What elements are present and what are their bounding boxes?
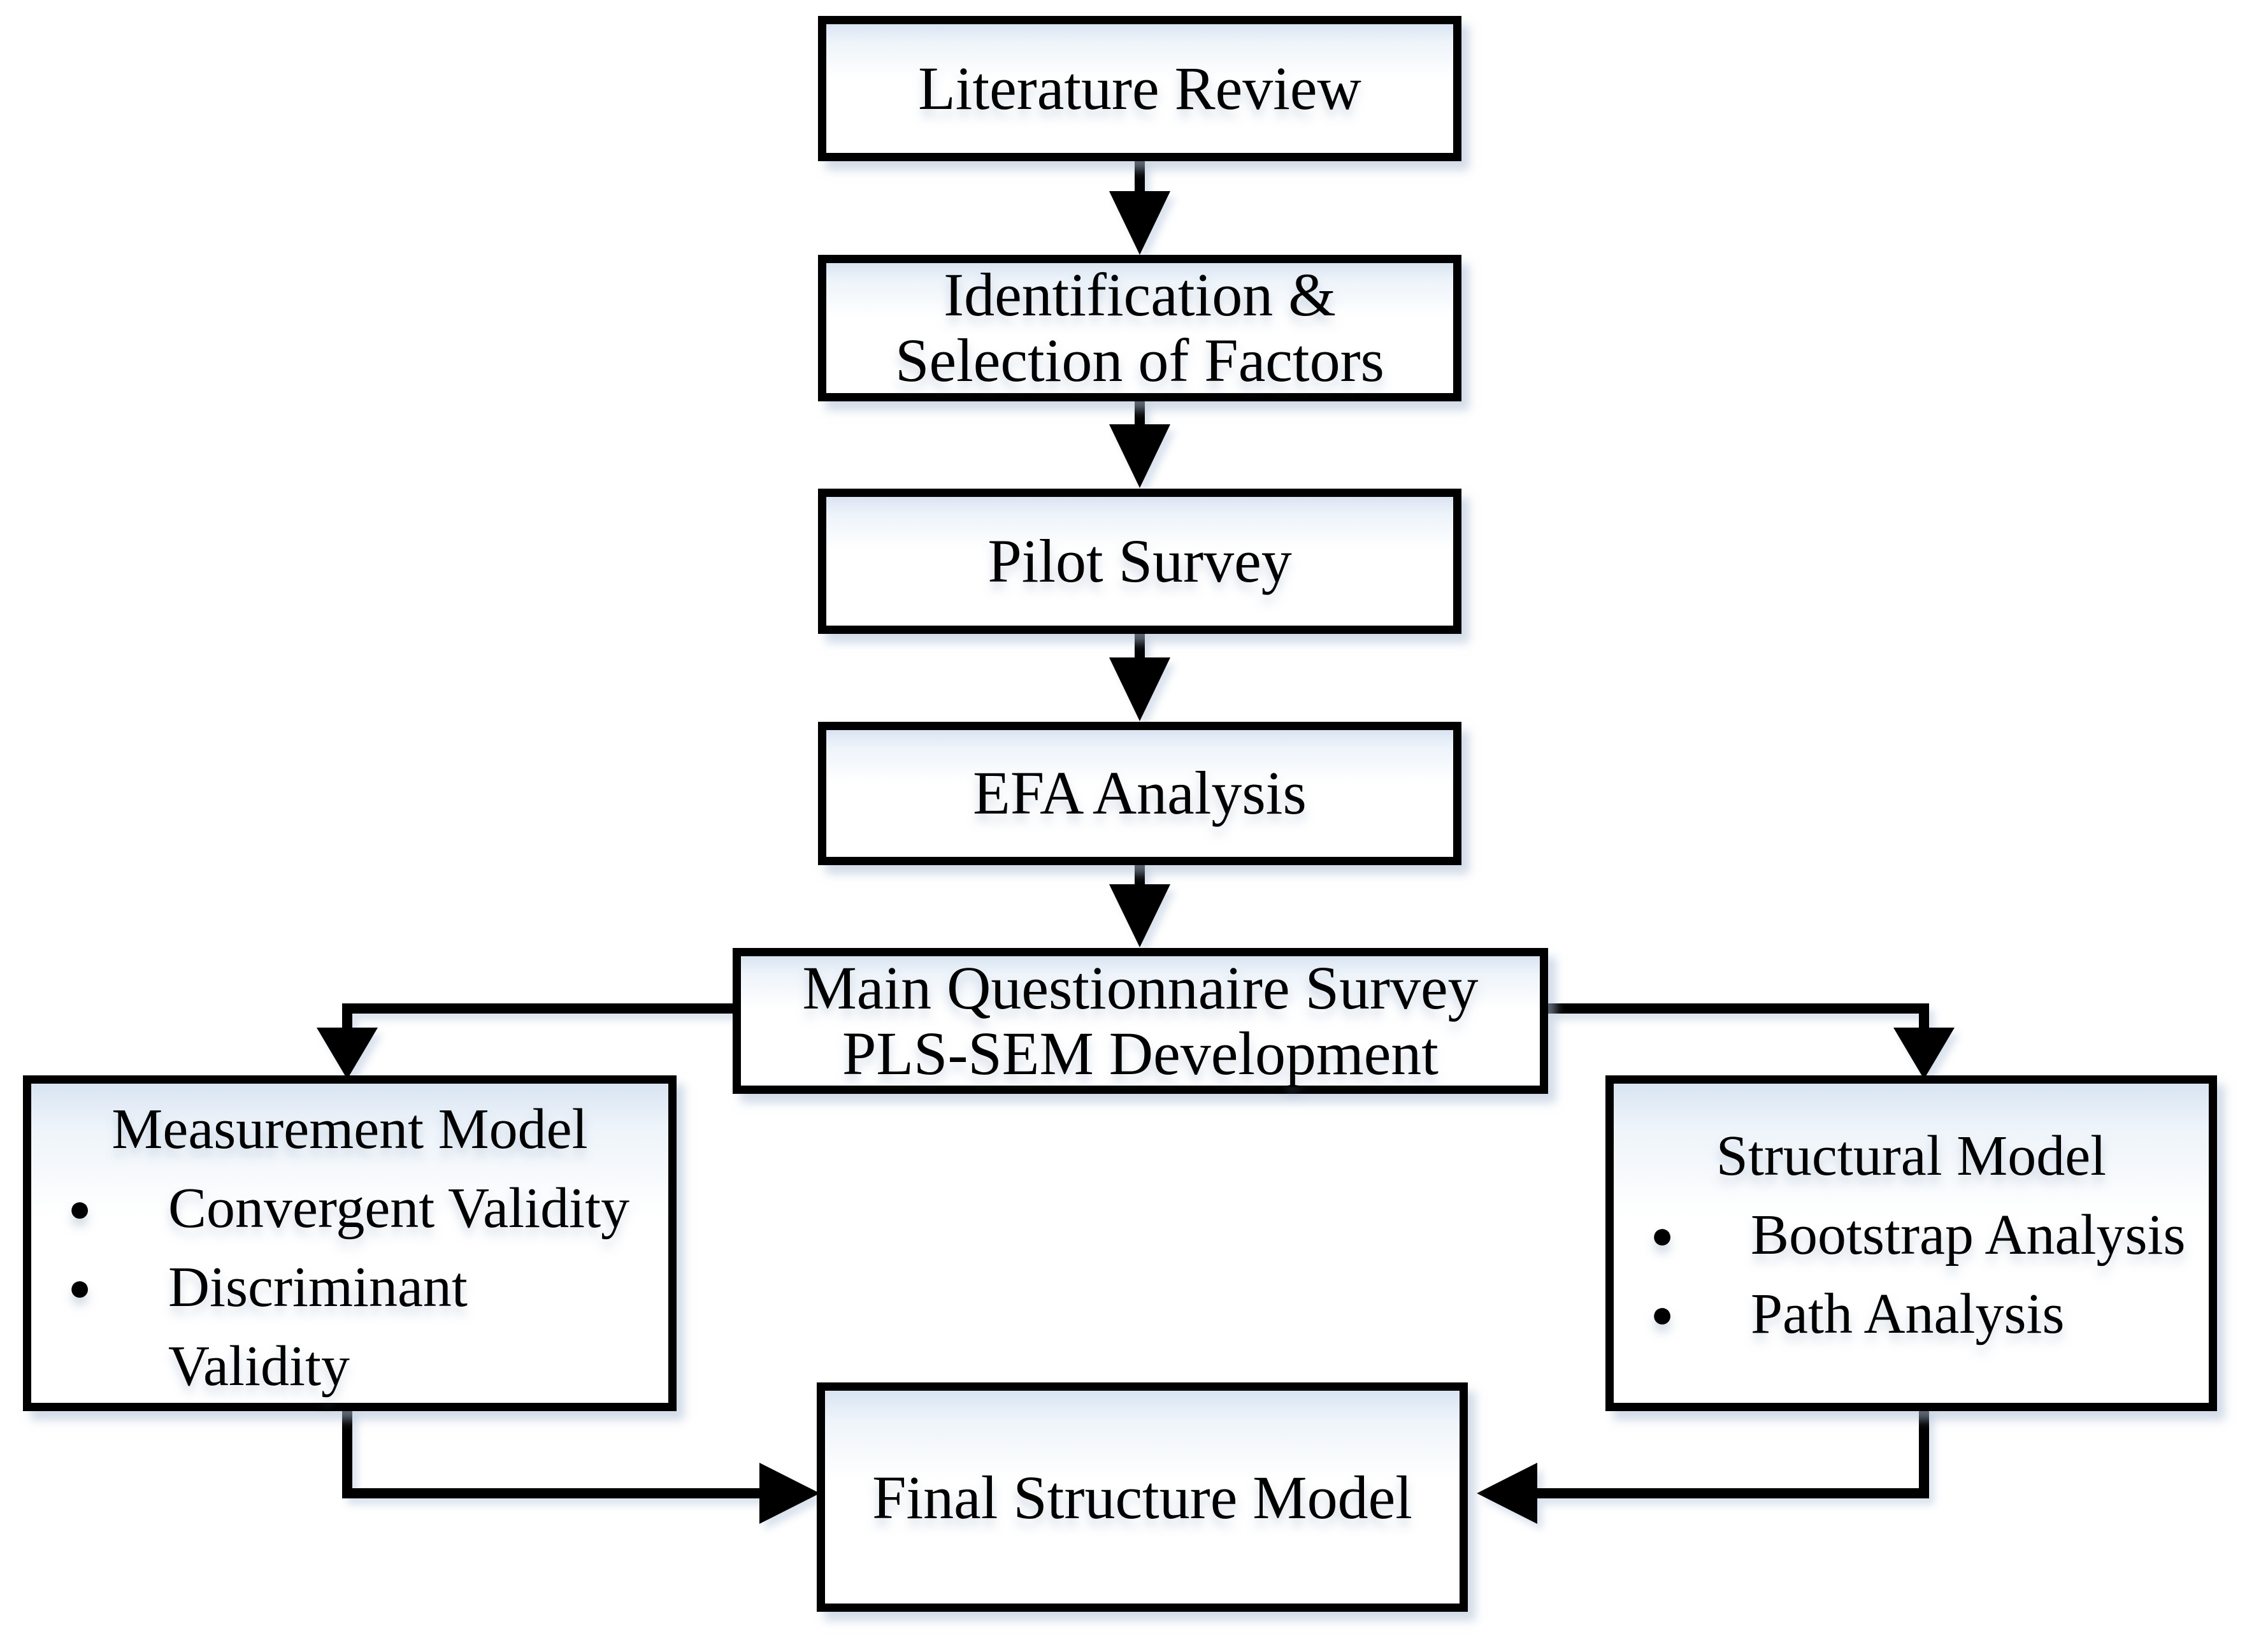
arrowhead-main-to-structural [1893,1028,1955,1079]
node-pilot-survey: Pilot Survey [818,489,1461,634]
bullet-icon: ● [1651,1214,1674,1256]
node-measurement-model: Measurement Model ● Convergent Validity … [23,1075,677,1411]
connector-structural-to-final [1530,1408,1929,1498]
structural-bullet-path-label: Path Analysis [1751,1282,2065,1345]
measurement-bullet-convergent-label: Convergent Validity [168,1177,630,1240]
bullet-icon: ● [68,1266,92,1309]
node-literature-review-label: Literature Review [918,54,1361,122]
structural-bullet-bootstrap: ● Bootstrap Analysis [1614,1196,2209,1275]
node-literature-review: Literature Review [818,16,1461,161]
bullet-icon: ● [1651,1293,1674,1335]
arrowhead-efa-to-main [1109,884,1170,947]
arrowhead-structural-to-final [1477,1463,1537,1524]
arrowhead-identification-to-pilot [1109,424,1170,488]
node-identification-selection-label: Identification & Selection of Factors [895,261,1384,394]
node-final-structure-model-label: Final Structure Model [872,1463,1412,1532]
connector-main-to-measurement [342,1003,736,1037]
connector-measurement-to-final [342,1408,768,1498]
measurement-bullet-convergent: ● Convergent Validity [31,1169,668,1248]
bullet-icon: ● [68,1188,92,1230]
structural-bullet-path: ● Path Analysis [1614,1275,2209,1354]
node-main-questionnaire: Main Questionnaire Survey PLS-SEM Develo… [733,948,1548,1094]
node-efa-analysis: EFA Analysis [818,722,1461,865]
arrowhead-literature-to-identification [1109,191,1170,255]
node-structural-model-title: Structural Model [1716,1124,2107,1188]
structural-bullet-bootstrap-label: Bootstrap Analysis [1751,1203,2186,1266]
node-pilot-survey-label: Pilot Survey [987,526,1292,595]
connector-main-to-structural [1548,1003,1929,1037]
node-main-questionnaire-label: Main Questionnaire Survey PLS-SEM Develo… [802,953,1479,1087]
measurement-bullet-discriminant-label: Discriminant Validity [168,1256,468,1398]
node-measurement-model-title: Measurement Model [111,1098,588,1161]
arrowhead-main-to-measurement [317,1028,378,1079]
arrowhead-measurement-to-final [759,1463,820,1524]
node-efa-analysis-label: EFA Analysis [973,759,1307,828]
measurement-bullet-discriminant: ● Discriminant Validity [31,1248,668,1406]
arrowhead-pilot-to-efa [1109,657,1170,721]
node-structural-model: Structural Model ● Bootstrap Analysis ● … [1605,1075,2217,1411]
node-final-structure-model: Final Structure Model [817,1382,1468,1612]
node-identification-selection: Identification & Selection of Factors [818,255,1461,401]
